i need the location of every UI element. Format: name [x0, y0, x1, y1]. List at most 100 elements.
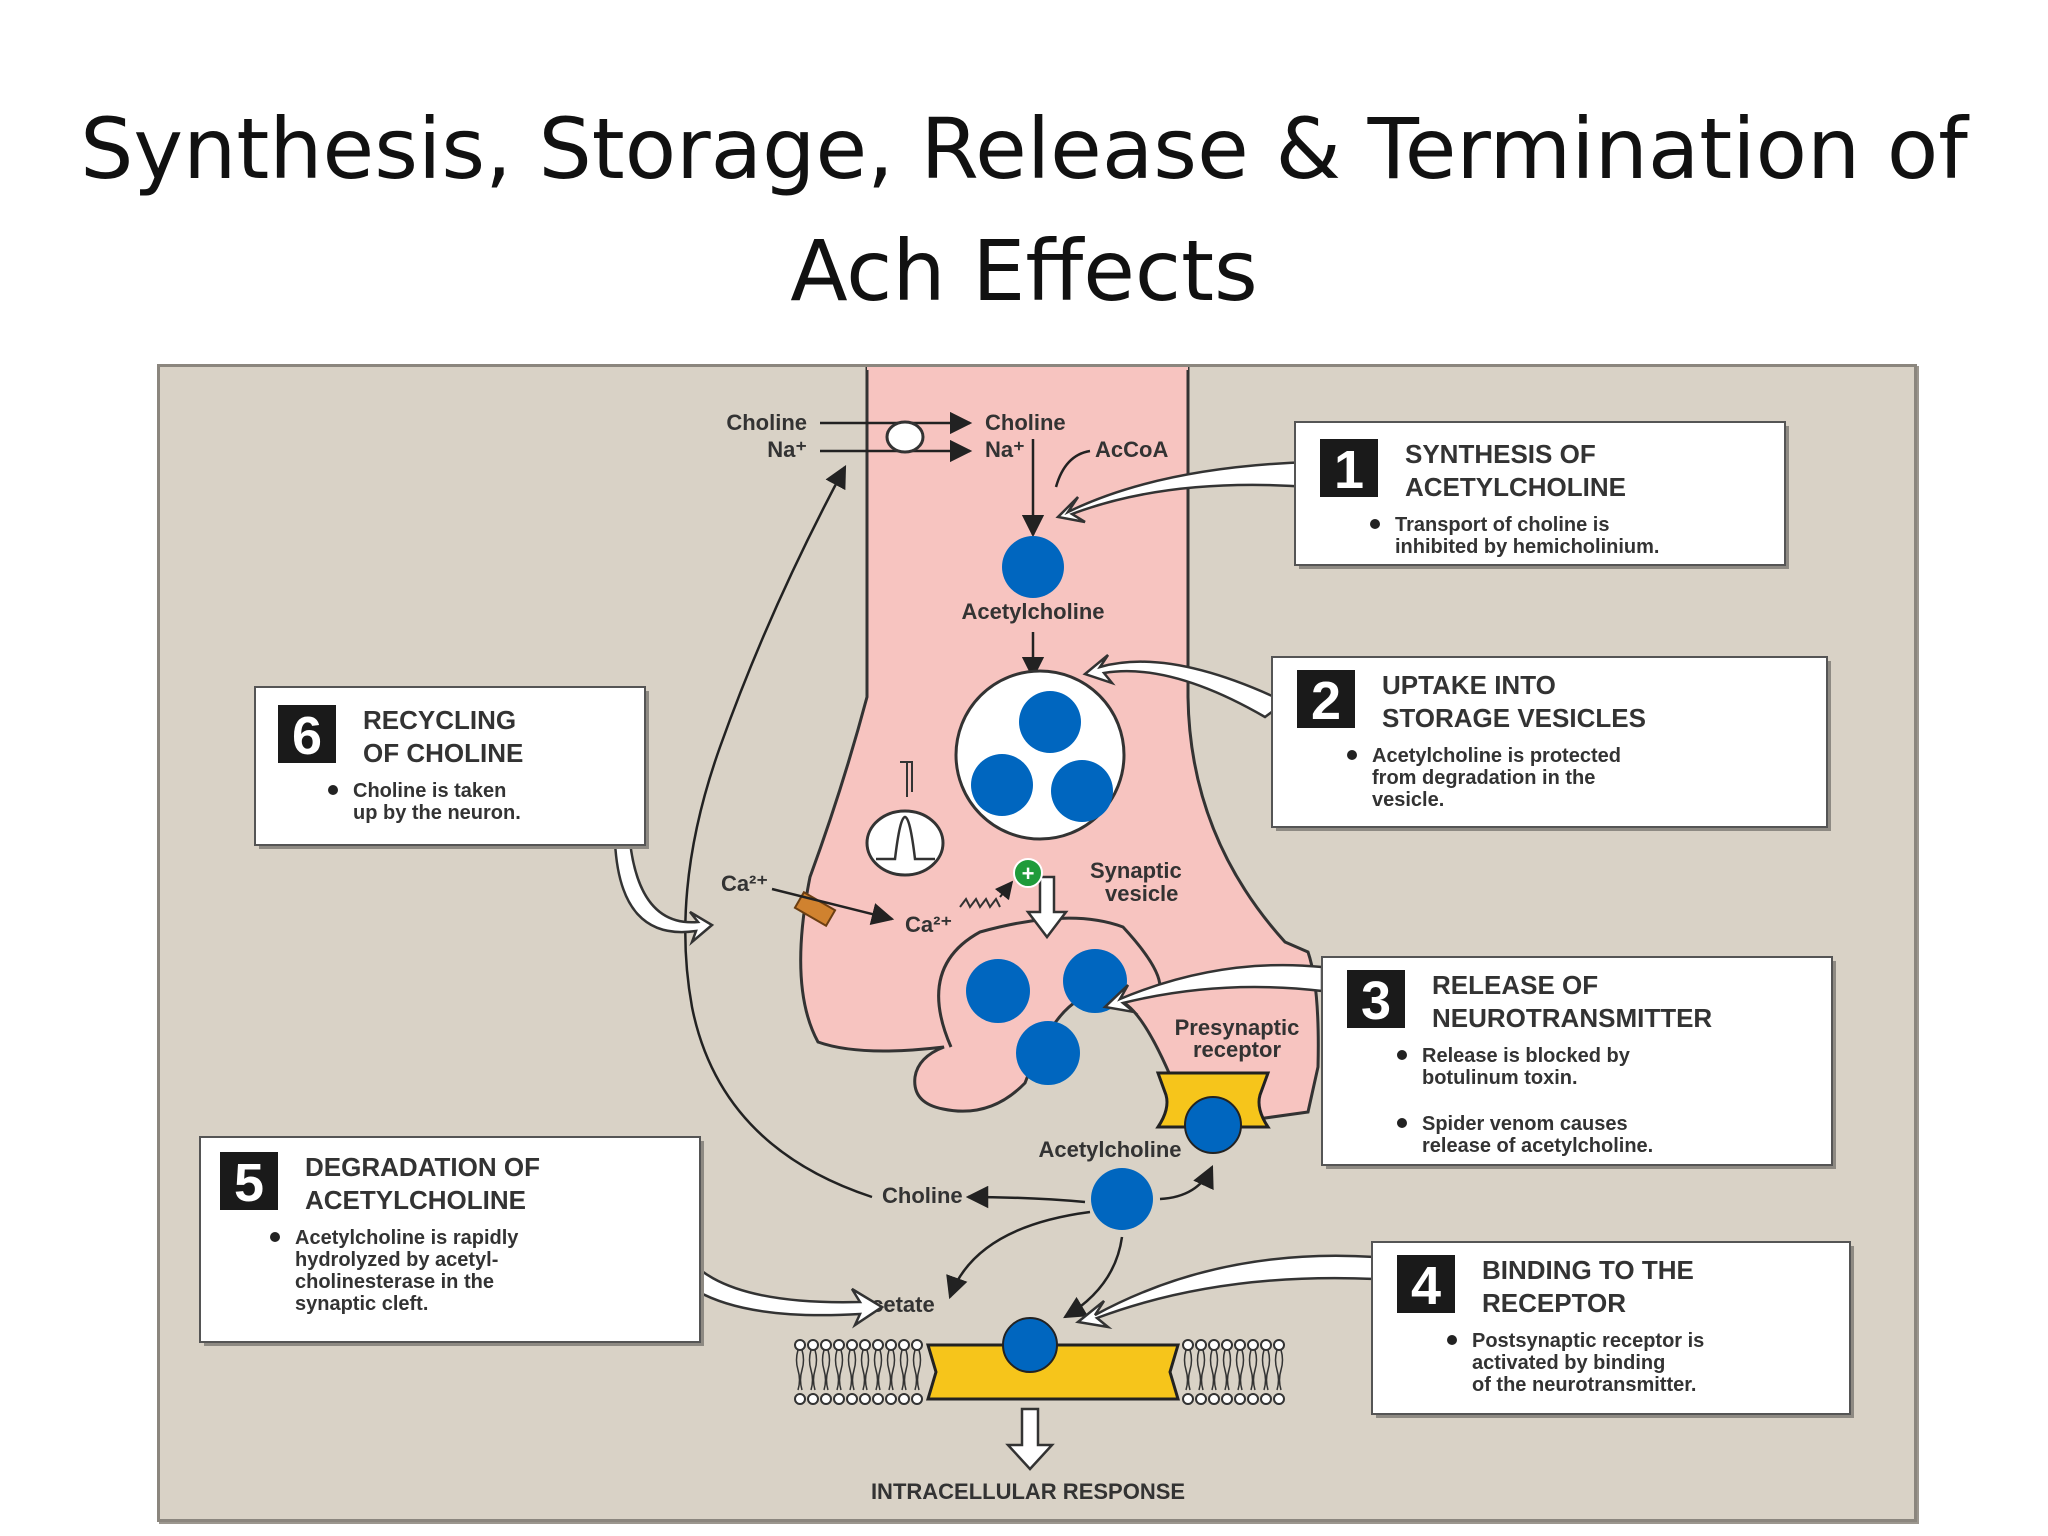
vesicle-movement-arrow	[1025, 875, 1069, 940]
callout-title-line-1: BINDING TO THE	[1482, 1255, 1694, 1285]
lipid-tail	[860, 1349, 870, 1391]
choline-transporter	[885, 420, 925, 454]
vesicle-ach-2	[971, 754, 1033, 816]
callout-6-pointer	[613, 840, 715, 947]
callout-title-line-2: NEUROTRANSMITTER	[1432, 1003, 1712, 1033]
lipid-head	[820, 1339, 832, 1351]
step-number-badge	[278, 705, 336, 763]
callout-bullet-text: hydrolyzed by acetyl-	[295, 1249, 498, 1271]
lipid-head	[1182, 1339, 1194, 1351]
nerve-impulse-arrow	[900, 761, 913, 797]
callout-title-line-1: RECYCLING	[363, 705, 516, 735]
callout-title-line-1: DEGRADATION OF	[305, 1152, 540, 1182]
label-intracellular-response: INTRACELLULAR RESPONSE	[871, 1479, 1185, 1504]
slide-title-line-2: Ach Effects	[790, 222, 1258, 320]
lipid-tail	[1196, 1349, 1206, 1391]
label-vesicle: vesicle	[1105, 881, 1178, 906]
callout-title-line-1: UPTAKE INTO	[1382, 670, 1556, 700]
bullet-dot	[1447, 1335, 1457, 1345]
vesicle-ach-1	[1019, 691, 1081, 753]
label-synaptic: Synaptic	[1090, 858, 1182, 883]
callout-bullet-text: Acetylcholine is rapidly	[295, 1227, 519, 1249]
lipid-head	[807, 1393, 819, 1405]
lipid-tail	[1222, 1349, 1232, 1391]
lipid-head	[1260, 1339, 1272, 1351]
lipid-tail	[795, 1349, 805, 1391]
lipid-head	[1208, 1393, 1220, 1405]
calcium-trigger-arrow	[994, 880, 1014, 901]
lipid-head	[794, 1393, 806, 1405]
callout-bullet-text: cholinesterase in the	[295, 1271, 494, 1293]
lipid-tail	[1183, 1349, 1193, 1391]
callout-bullet-text: from degradation in the	[1372, 767, 1595, 789]
acetylcholine-molecule-cytosol	[1002, 536, 1064, 598]
lipid-tail	[1209, 1349, 1219, 1391]
label-presynaptic: Presynaptic	[1175, 1015, 1300, 1040]
plus-sign: +	[1022, 861, 1035, 886]
callout-panel	[1271, 656, 1828, 828]
lipid-head	[1182, 1393, 1194, 1405]
action-potential-trace	[876, 815, 935, 861]
step-number: 3	[1361, 971, 1391, 1031]
intracellular-response-arrow	[1005, 1407, 1055, 1471]
lipid-head	[859, 1339, 871, 1351]
lipid-tail	[821, 1349, 831, 1391]
callout-bullet-text: Transport of choline is	[1395, 514, 1609, 536]
label-choline-outside: Choline	[726, 410, 807, 435]
step-number: 1	[1334, 440, 1364, 500]
postsynaptic-receptor	[925, 1343, 1181, 1401]
lipid-head	[1208, 1339, 1220, 1351]
label-choline-cleft: Choline	[882, 1183, 963, 1208]
lipid-tail	[1248, 1349, 1258, 1391]
label-na-inside: Na⁺	[985, 437, 1025, 462]
lipid-tail	[1261, 1349, 1271, 1391]
ach-to-receptor-arrow	[1063, 1236, 1124, 1319]
step-number-badge	[220, 1152, 278, 1210]
lipid-tail	[873, 1349, 883, 1391]
lipid-head	[859, 1393, 871, 1405]
callout-panel	[1321, 956, 1833, 1166]
released-ach-2	[1063, 949, 1127, 1013]
callout-bullet-text: vesicle.	[1372, 789, 1444, 811]
lipid-head	[1247, 1393, 1259, 1405]
stimulation-plus-icon	[1013, 858, 1043, 888]
callout-bullet-text: release of acetylcholine.	[1422, 1135, 1653, 1157]
released-ach-1	[966, 959, 1030, 1023]
presynaptic-bound-ach	[1184, 1096, 1242, 1154]
lipid-head	[1221, 1339, 1233, 1351]
lipid-head	[1234, 1393, 1246, 1405]
lipid-head	[794, 1339, 806, 1351]
callout-bullet-text: inhibited by hemicholinium.	[1395, 536, 1659, 558]
label-acetylcholine-cytosol: Acetylcholine	[961, 599, 1104, 624]
lipid-head	[1221, 1393, 1233, 1405]
step-number: 4	[1411, 1256, 1441, 1316]
lipid-head	[1273, 1339, 1285, 1351]
lipid-head	[872, 1393, 884, 1405]
callout-bullet-text: Choline is taken	[353, 780, 506, 802]
callout-bullet-text: synaptic cleft.	[295, 1293, 428, 1315]
callout-bullet-text: Acetylcholine is protected	[1372, 745, 1621, 767]
step-number: 2	[1311, 671, 1341, 731]
lipid-tail	[834, 1349, 844, 1391]
callout-title-line-2: RECEPTOR	[1482, 1288, 1626, 1318]
label-ca-outside: Ca²⁺	[721, 871, 768, 896]
callout-panel	[199, 1136, 701, 1343]
callout-bullet-text: activated by binding	[1472, 1352, 1665, 1374]
callout-title-line-1: RELEASE OF	[1432, 970, 1598, 1000]
label-na-outside: Na⁺	[767, 437, 807, 462]
label-acetylcholine-cleft: Acetylcholine	[1038, 1137, 1181, 1162]
bullet-dot	[1370, 519, 1380, 529]
callout-title-line-2: ACETYLCHOLINE	[305, 1185, 526, 1215]
lipid-tail	[899, 1349, 909, 1391]
callout-bullet-text: Postsynaptic receptor is	[1472, 1330, 1704, 1352]
ach-diagram: Choline Na⁺ Choline Na⁺ AcCoA Acetylchol…	[157, 364, 1917, 1522]
lipid-tail	[912, 1349, 922, 1391]
lipid-head	[846, 1339, 858, 1351]
ach-to-choline-arrow	[965, 1185, 1086, 1209]
lipid-tail	[1235, 1349, 1245, 1391]
step-number: 5	[234, 1153, 264, 1213]
lipid-head	[898, 1393, 910, 1405]
